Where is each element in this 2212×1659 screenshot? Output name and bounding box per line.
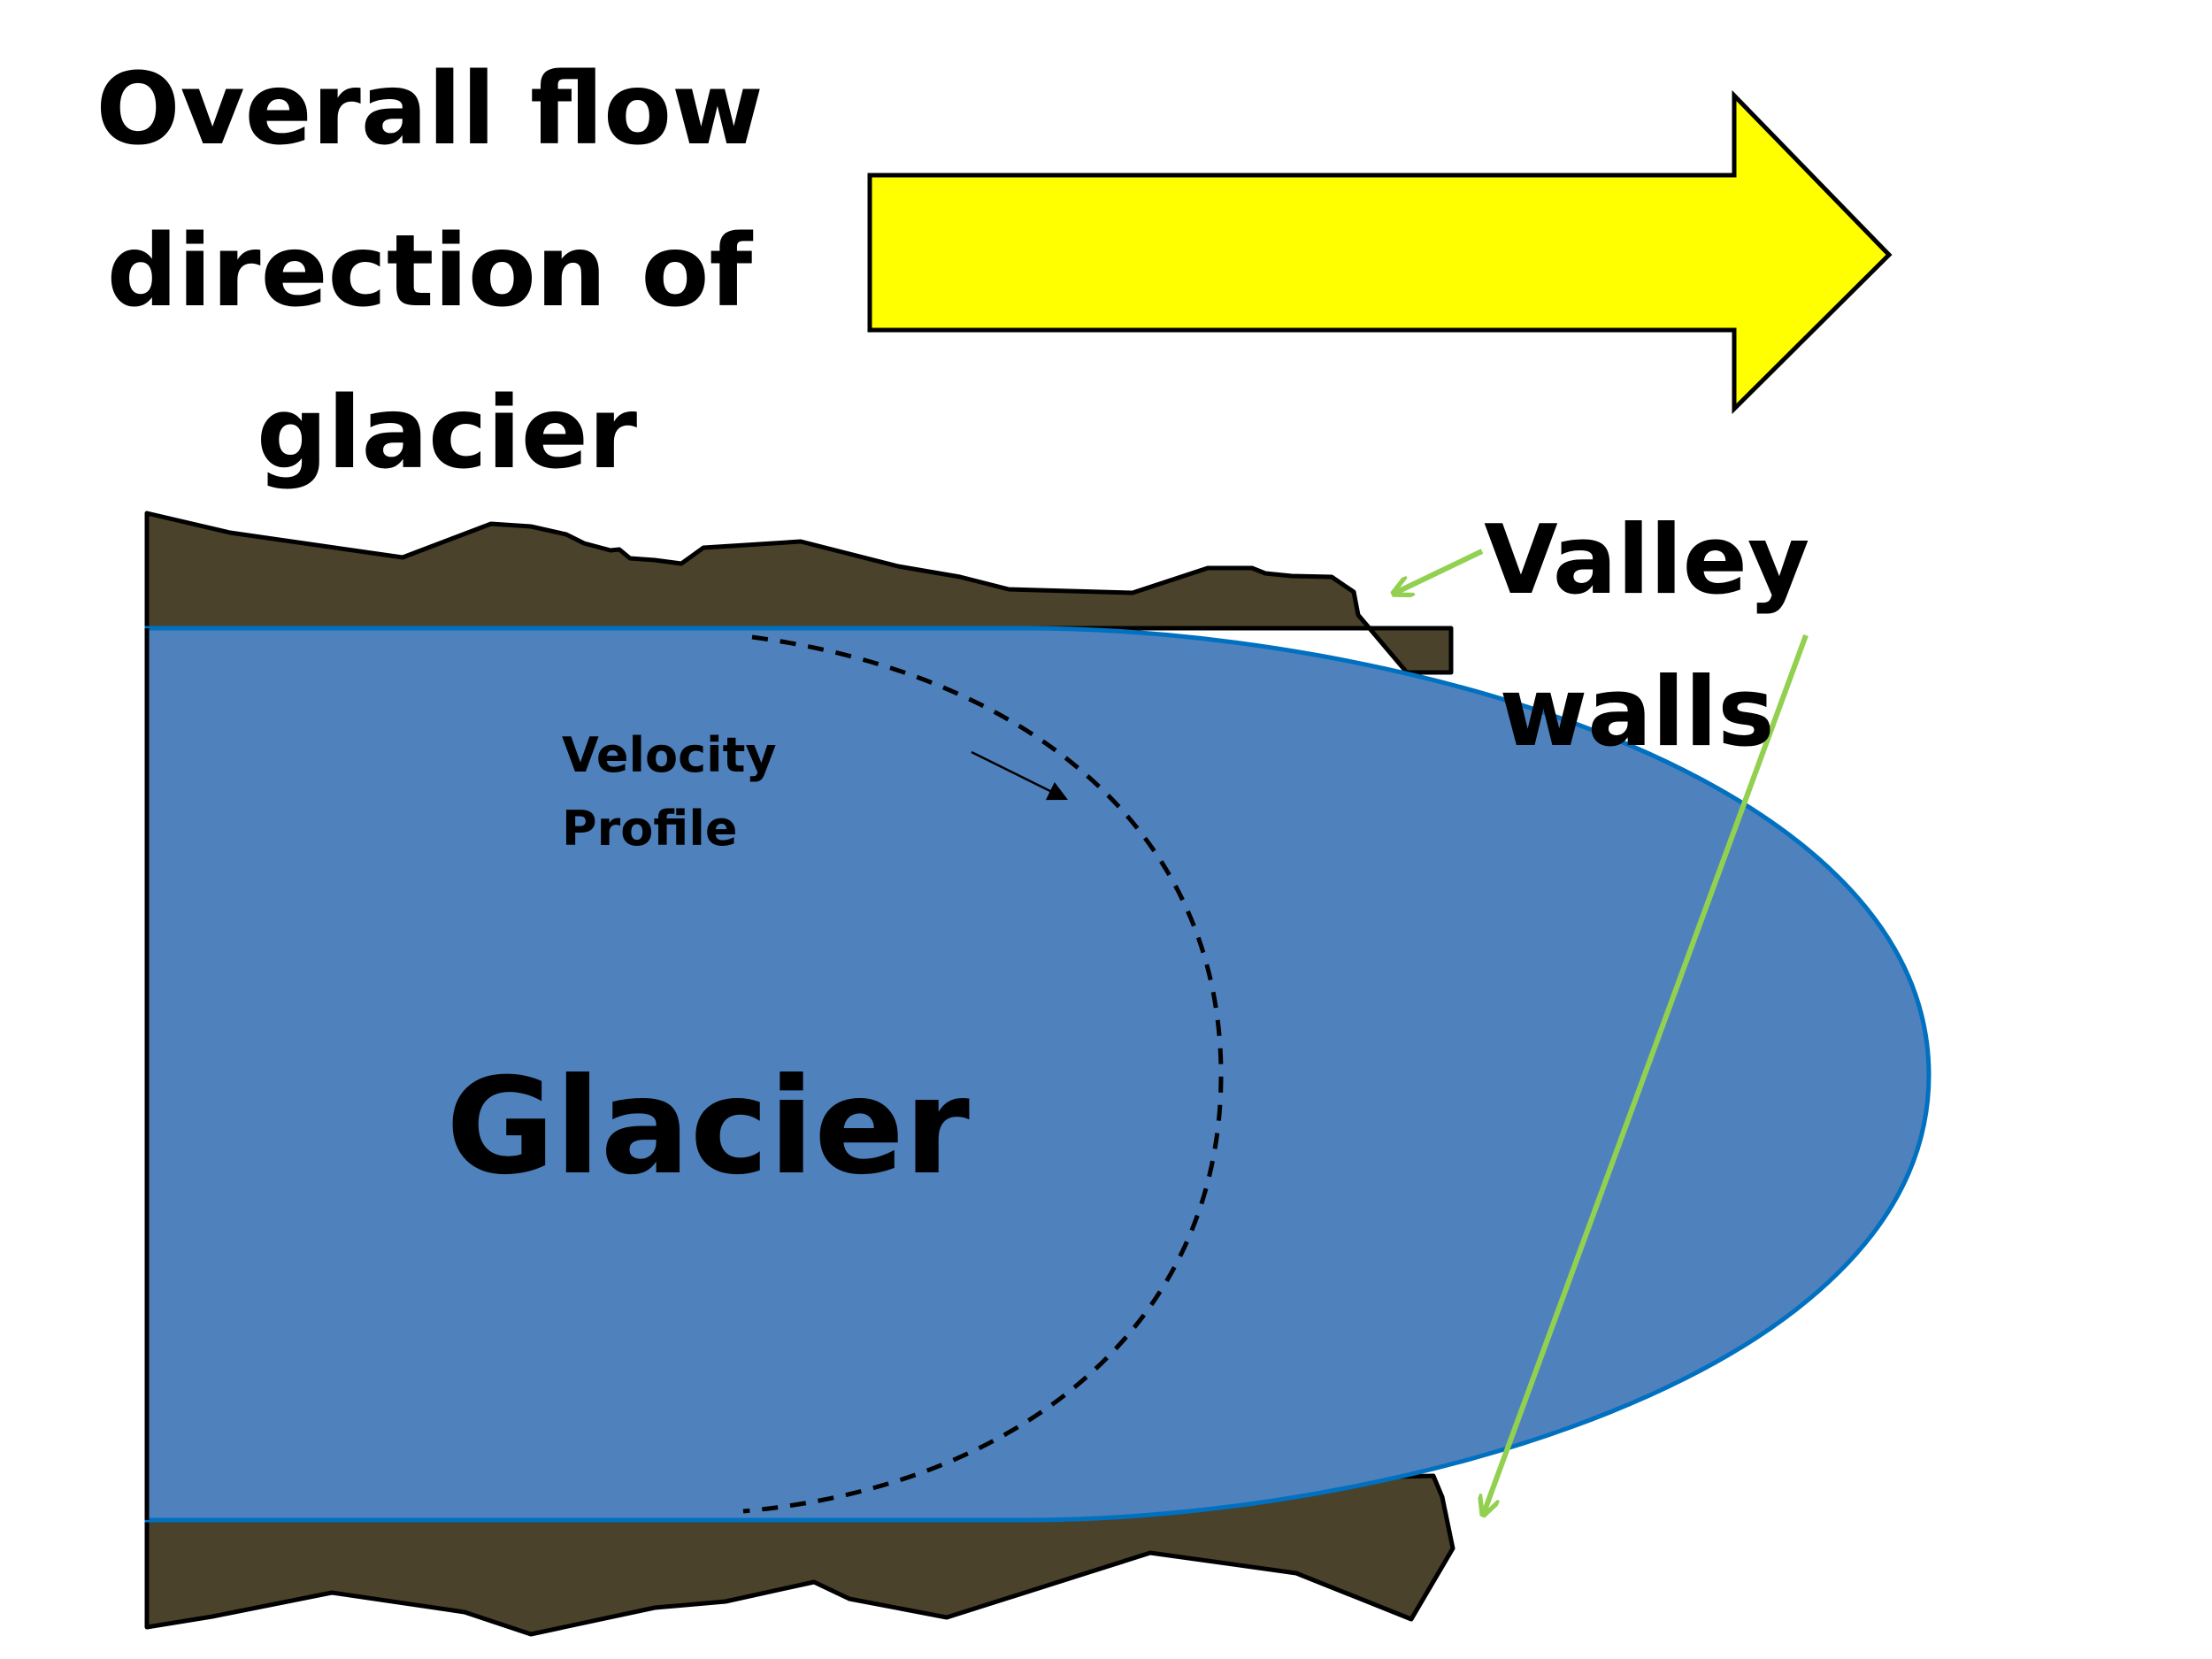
flow-title-line-3: glacier bbox=[257, 376, 637, 491]
velocity-profile-pointer-arrow bbox=[971, 750, 1069, 801]
flow-title-line-1: Overall flow bbox=[96, 52, 763, 167]
velocity-profile-label: Velocity Profile bbox=[562, 727, 793, 856]
valley-wall-pointer-arrow-bottom bbox=[1484, 634, 1809, 1513]
velocity-profile-label-line-1: Velocity bbox=[562, 727, 777, 783]
glacier-body bbox=[144, 626, 1932, 1523]
valley-walls-label: Valley walls bbox=[1484, 505, 1843, 768]
valley-walls-label-line-2: walls bbox=[1500, 657, 1775, 768]
flow-title-line-2: direction of bbox=[107, 214, 754, 329]
glacier-label: Glacier bbox=[446, 1050, 970, 1204]
velocity-profile-curve bbox=[742, 634, 1224, 1514]
flow-title: Overall flow direction of glacier bbox=[96, 52, 797, 491]
valley-wall-top bbox=[144, 511, 1454, 675]
valley-wall-pointer-arrow-top bbox=[1395, 549, 1484, 593]
velocity-profile-label-line-2: Profile bbox=[562, 801, 737, 856]
valley-walls-label-line-1: Valley bbox=[1484, 505, 1809, 616]
flow-direction-arrow bbox=[867, 89, 1893, 415]
